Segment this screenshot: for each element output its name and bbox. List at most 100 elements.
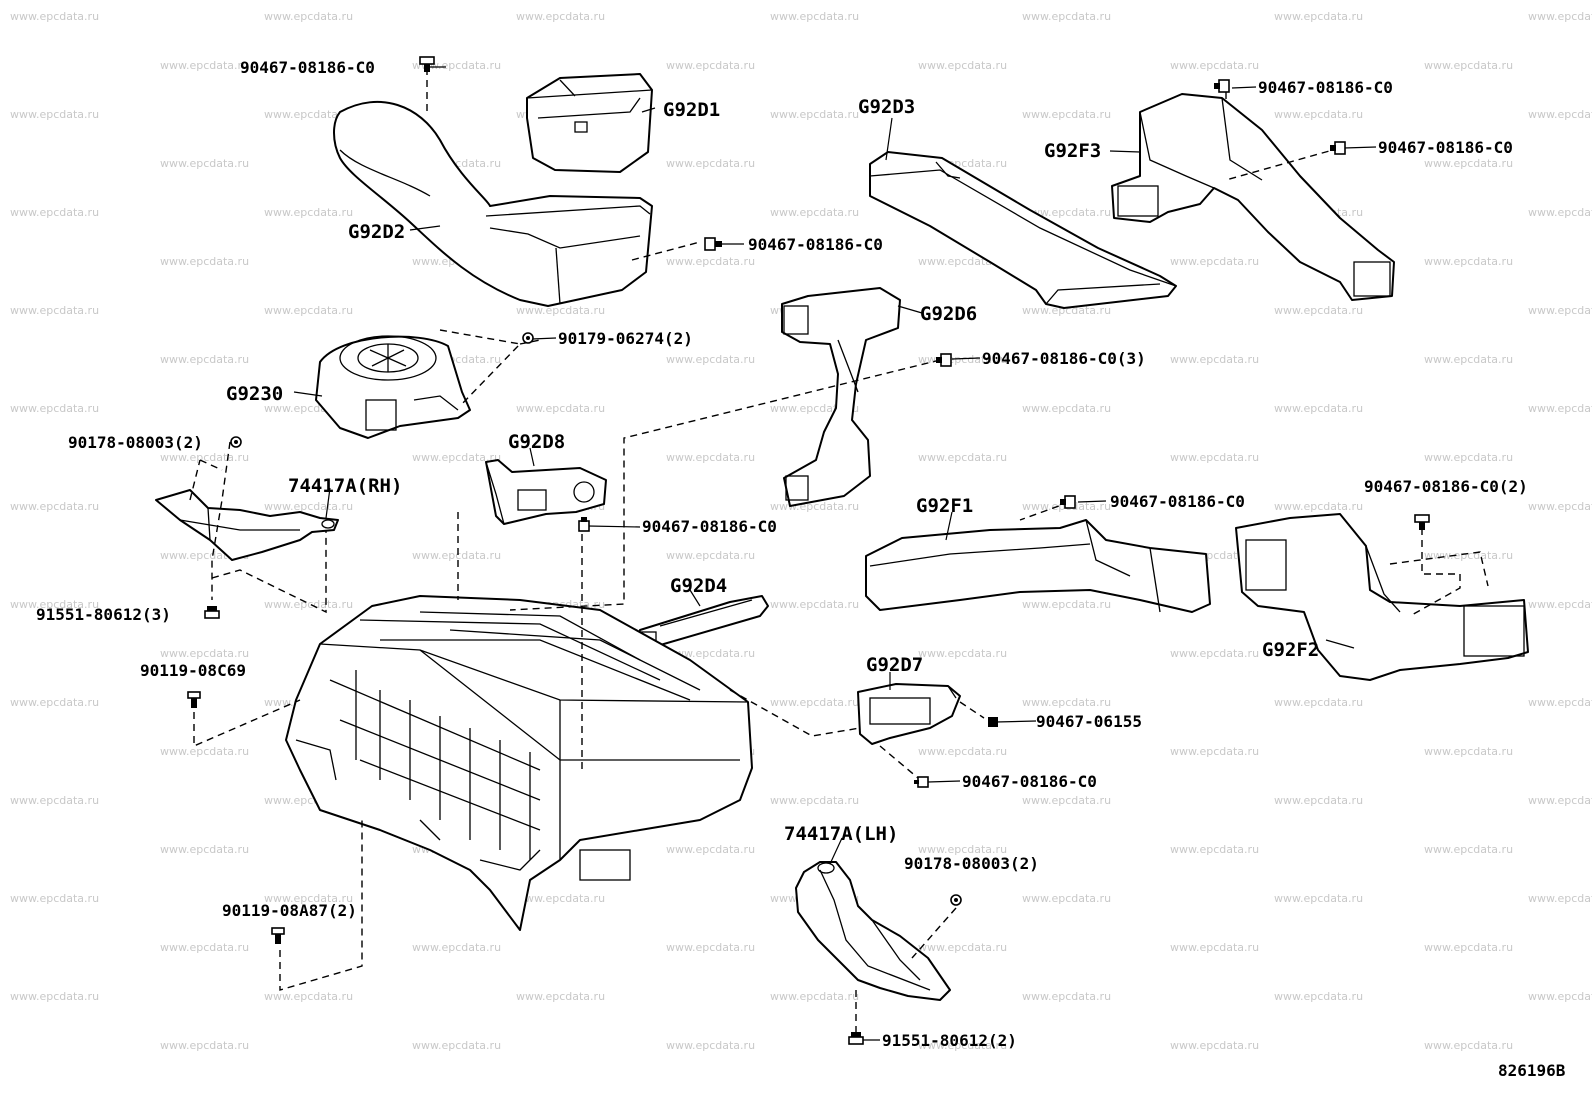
watermark-text: www.epcdata.ru — [10, 892, 99, 905]
label-g92d6: G92D6 — [920, 303, 977, 325]
watermark-text: www.epcdata.ru — [1424, 843, 1513, 856]
diagram-code: 826196B — [1498, 1061, 1566, 1080]
label-f-g9230: 90179-06274(2) — [558, 329, 693, 348]
watermark-text: www.epcdata.ru — [412, 1039, 501, 1052]
watermark-text: www.epcdata.ru — [918, 745, 1007, 758]
watermark-text: www.epcdata.ru — [1022, 892, 1111, 905]
watermark-text: www.epcdata.ru — [666, 1039, 755, 1052]
watermark-text: www.epcdata.ru — [1274, 794, 1363, 807]
watermark-text: www.epcdata.ru — [1528, 500, 1592, 513]
label-f-g92d7-a: 90467-06155 — [1036, 712, 1142, 731]
part-g92d7 — [857, 683, 961, 745]
watermark-text: www.epcdata.ru — [1274, 892, 1363, 905]
watermark-text: www.epcdata.ru — [770, 108, 859, 121]
watermark-text: www.epcdata.ru — [666, 59, 755, 72]
watermark-text: www.epcdata.ru — [10, 598, 99, 611]
part-g92d8 — [485, 459, 607, 525]
watermark-text: www.epcdata.ru — [918, 451, 1007, 464]
watermark-text: www.epcdata.ru — [666, 647, 755, 660]
watermark-text: www.epcdata.ru — [666, 549, 755, 562]
part-g9230 — [315, 335, 471, 439]
watermark-text: www.epcdata.ru — [918, 1039, 1007, 1052]
watermark-text: www.epcdata.ru — [160, 59, 249, 72]
label-f-top-left: 90467-08186-C0 — [240, 58, 375, 77]
watermark-text: www.epcdata.ru — [160, 157, 249, 170]
label-f-lh-top: 90178-08003(2) — [904, 854, 1039, 873]
watermark-text: www.epcdata.ru — [1528, 108, 1592, 121]
watermark-text: www.epcdata.ru — [1424, 59, 1513, 72]
watermark-text: www.epcdata.ru — [918, 647, 1007, 660]
label-f-battery-left: 90119-08C69 — [140, 661, 246, 680]
watermark-text: www.epcdata.ru — [10, 990, 99, 1003]
part-g92d2 — [333, 100, 653, 307]
watermark-text: www.epcdata.ru — [1274, 10, 1363, 23]
part-bracket-rh — [155, 489, 339, 561]
label-g92d8: G92D8 — [508, 431, 565, 453]
watermark-text: www.epcdata.ru — [1022, 304, 1111, 317]
watermark-text: www.epcdata.ru — [1022, 10, 1111, 23]
watermark-text: www.epcdata.ru — [516, 990, 605, 1003]
watermark-text: www.epcdata.ru — [1274, 304, 1363, 317]
watermark-text: www.epcdata.ru — [10, 108, 99, 121]
watermark-text: www.epcdata.ru — [1170, 59, 1259, 72]
part-labels: G92D1 G92D2 G92D3 G92F3 G92D6 G9230 G92D… — [226, 96, 1319, 845]
label-f-g92d7-b: 90467-08186-C0 — [962, 772, 1097, 791]
part-g92d6 — [781, 287, 901, 507]
watermark-text: www.epcdata.ru — [770, 206, 859, 219]
watermark-text: www.epcdata.ru — [1274, 402, 1363, 415]
watermark-text: www.epcdata.ru — [412, 941, 501, 954]
part-g92d3 — [869, 151, 1177, 309]
watermark-text: www.epcdata.ru — [666, 255, 755, 268]
watermark-text: www.epcdata.ru — [770, 696, 859, 709]
label-f-g92d8: 90467-08186-C0 — [642, 517, 777, 536]
label-f-lh-bottom: 91551-80612(2) — [882, 1031, 1017, 1050]
watermark-text: www.epcdata.ru — [666, 157, 755, 170]
watermark-text: www.epcdata.ru — [160, 843, 249, 856]
label-f-g92f3-mid: 90467-08186-C0 — [1378, 138, 1513, 157]
watermark-text: www.epcdata.ru — [10, 10, 99, 23]
watermark-text: www.epcdata.ru — [516, 402, 605, 415]
label-g9230: G9230 — [226, 383, 283, 405]
label-f-g92d2: 90467-08186-C0 — [748, 235, 883, 254]
watermark-text: www.epcdata.ru — [160, 745, 249, 758]
watermark-text: www.epcdata.ru — [1528, 304, 1592, 317]
watermark-text: www.epcdata.ru — [264, 500, 353, 513]
watermark-text: www.epcdata.ru — [264, 108, 353, 121]
fastener-glyphs — [187, 56, 1430, 1045]
label-f-g92f1: 90467-08186-C0 — [1110, 492, 1245, 511]
part-g92f1 — [865, 519, 1211, 613]
watermark-text: www.epcdata.ru — [1170, 745, 1259, 758]
label-f-g92f2: 90467-08186-C0(2) — [1364, 477, 1528, 496]
watermark-text: www.epcdata.ru — [1022, 696, 1111, 709]
watermark-text: www.epcdata.ru — [160, 941, 249, 954]
watermark-text: www.epcdata.ru — [918, 843, 1007, 856]
watermark-text: www.epcdata.ru — [10, 696, 99, 709]
label-g92d4: G92D4 — [670, 575, 727, 597]
watermark-text: www.epcdata.ru — [1424, 353, 1513, 366]
watermark-text: www.epcdata.ru — [666, 843, 755, 856]
watermark-text: www.epcdata.ru — [264, 990, 353, 1003]
watermark-text: www.epcdata.ru — [666, 353, 755, 366]
watermark-text: www.epcdata.ru — [1424, 745, 1513, 758]
watermark-text: www.epcdata.ru — [1022, 990, 1111, 1003]
watermark-text: www.epcdata.ru — [160, 451, 249, 464]
watermark-text: www.epcdata.ru — [10, 206, 99, 219]
watermark-text: www.epcdata.ru — [666, 941, 755, 954]
watermark-text: www.epcdata.ru — [412, 549, 501, 562]
watermark-text: www.epcdata.ru — [1274, 696, 1363, 709]
watermark-text: www.epcdata.ru — [1170, 941, 1259, 954]
label-bracket-rh: 74417A(RH) — [288, 475, 402, 497]
label-f-battery-bottom: 90119-08A87(2) — [222, 901, 357, 920]
leader-lines — [293, 66, 1377, 1041]
watermark-text: www.epcdata.ru — [1274, 500, 1363, 513]
part-g92d1 — [526, 73, 653, 173]
label-f-rh-bottom: 91551-80612(3) — [36, 605, 171, 624]
watermark-text: www.epcdata.ru — [1022, 794, 1111, 807]
watermark-text: www.epcdata.ru — [1022, 206, 1111, 219]
watermark-text: www.epcdata.ru — [412, 451, 501, 464]
part-g92f3 — [1111, 93, 1395, 301]
watermark-text: www.epcdata.ru — [770, 598, 859, 611]
label-g92f3: G92F3 — [1044, 140, 1101, 162]
watermark-text: www.epcdata.ru — [264, 206, 353, 219]
